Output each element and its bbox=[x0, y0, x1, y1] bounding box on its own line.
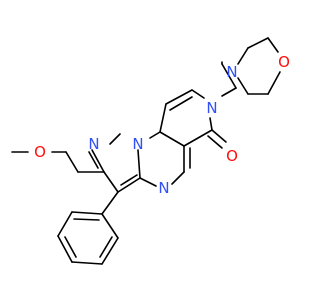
atom-label: O bbox=[34, 143, 46, 161]
bond bbox=[137, 149, 141, 179]
bond bbox=[109, 133, 121, 145]
bond bbox=[149, 131, 161, 139]
bond bbox=[169, 96, 193, 111]
bond bbox=[267, 71, 281, 95]
bond bbox=[88, 151, 99, 169]
bond bbox=[103, 171, 119, 193]
atom-n-pyrazole: N bbox=[88, 135, 99, 153]
bonds bbox=[11, 37, 281, 265]
atom-label: N bbox=[226, 63, 237, 81]
bond bbox=[71, 261, 103, 265]
bond bbox=[101, 213, 119, 239]
bond bbox=[117, 177, 141, 193]
bond bbox=[267, 37, 279, 53]
bond bbox=[101, 237, 119, 265]
bond bbox=[73, 218, 100, 221]
bond bbox=[64, 236, 77, 258]
bond bbox=[57, 211, 73, 237]
structure-canvas: O N N N N O N O bbox=[11, 37, 290, 265]
bond bbox=[209, 117, 213, 131]
bond bbox=[211, 129, 227, 143]
bond bbox=[65, 151, 79, 173]
atom-o-carbonyl: O bbox=[226, 147, 238, 165]
atom-o-methoxy: O bbox=[34, 143, 46, 161]
molecule-structure: O N N N N O N O bbox=[11, 37, 290, 265]
bond bbox=[207, 135, 223, 149]
atom-n-morpholine: N bbox=[226, 63, 237, 81]
atom-label: O bbox=[278, 53, 290, 71]
atom-n-pyridinone: N bbox=[206, 99, 217, 117]
bond bbox=[221, 63, 237, 89]
bond bbox=[101, 191, 119, 215]
bond bbox=[237, 77, 249, 95]
bond bbox=[139, 177, 157, 187]
bond bbox=[171, 171, 185, 185]
atom-o-morpholine: O bbox=[278, 53, 290, 71]
atom-n-bridgehead: N bbox=[132, 135, 143, 153]
bond bbox=[91, 149, 105, 173]
atom-label: O bbox=[226, 147, 238, 165]
atom-label: N bbox=[158, 179, 169, 197]
bond bbox=[120, 174, 138, 186]
bond bbox=[165, 89, 193, 105]
bond bbox=[159, 103, 167, 133]
bond bbox=[57, 235, 73, 263]
bond bbox=[221, 87, 237, 97]
bond bbox=[183, 129, 213, 147]
bond bbox=[99, 236, 113, 258]
bond bbox=[159, 131, 185, 147]
atom-label: N bbox=[132, 135, 143, 153]
atom-label: N bbox=[206, 99, 217, 117]
bond bbox=[71, 211, 103, 215]
bond bbox=[191, 89, 205, 99]
atom-labels: O N N N N O N O bbox=[34, 53, 290, 197]
bond bbox=[237, 47, 249, 65]
bond bbox=[247, 37, 269, 49]
atom-label: N bbox=[88, 135, 99, 153]
atom-n-pyrimidine: N bbox=[158, 179, 169, 197]
